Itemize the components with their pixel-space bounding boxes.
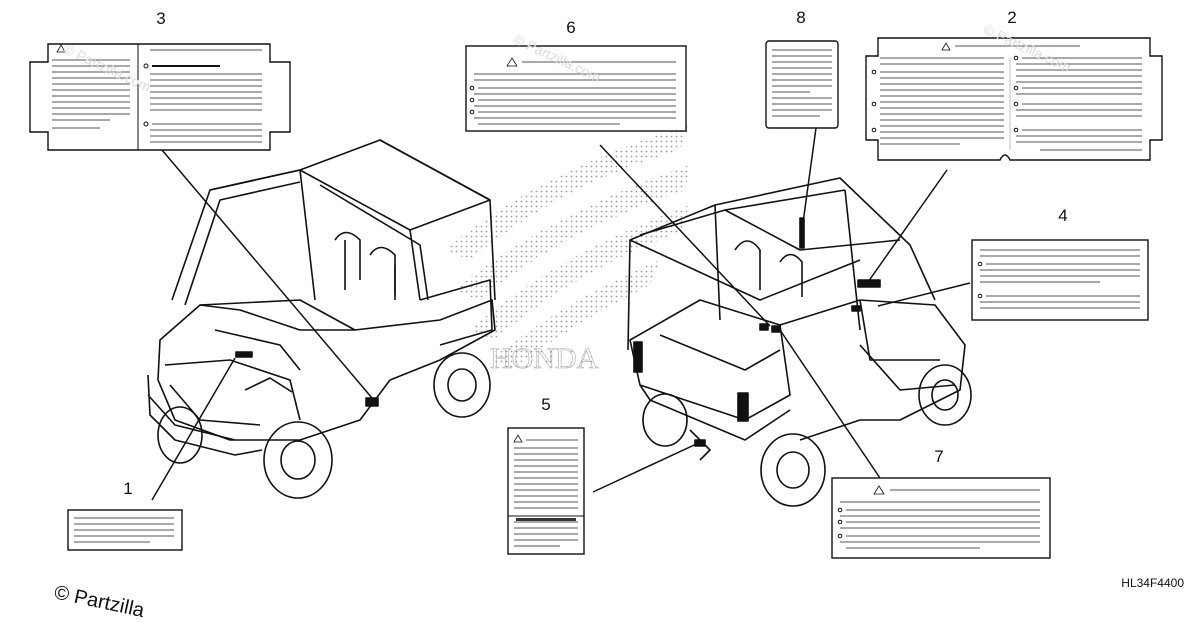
label-6-outline: [465, 45, 687, 132]
label-5-outline: [507, 427, 585, 555]
diagram-canvas: HONDA: [29, 8, 1163, 559]
callout-4: 4: [1058, 206, 1067, 225]
callout-7: 7: [934, 447, 943, 466]
callout-1: 1: [123, 479, 132, 498]
label-7-outline: [831, 477, 1051, 559]
svg-text:HONDA: HONDA: [490, 342, 599, 375]
label-3-outline: [29, 43, 291, 151]
callout-3: 3: [156, 9, 165, 28]
vehicle-rear-view: [627, 177, 972, 507]
label-2-outline: [865, 37, 1163, 161]
leader-lines: [151, 127, 971, 501]
label-1-outline: [67, 509, 183, 551]
callout-5: 5: [541, 395, 550, 414]
vehicle-front-view: [147, 139, 496, 499]
parts-diagram: HONDA: [29, 8, 1184, 622]
callout-6: 6: [566, 18, 575, 37]
callout-8: 8: [796, 8, 805, 27]
label-8-outline: [765, 40, 839, 129]
callout-2: 2: [1007, 8, 1016, 27]
label-4-outline: [971, 239, 1149, 321]
diagram-code: HL34F4400: [1121, 576, 1184, 590]
